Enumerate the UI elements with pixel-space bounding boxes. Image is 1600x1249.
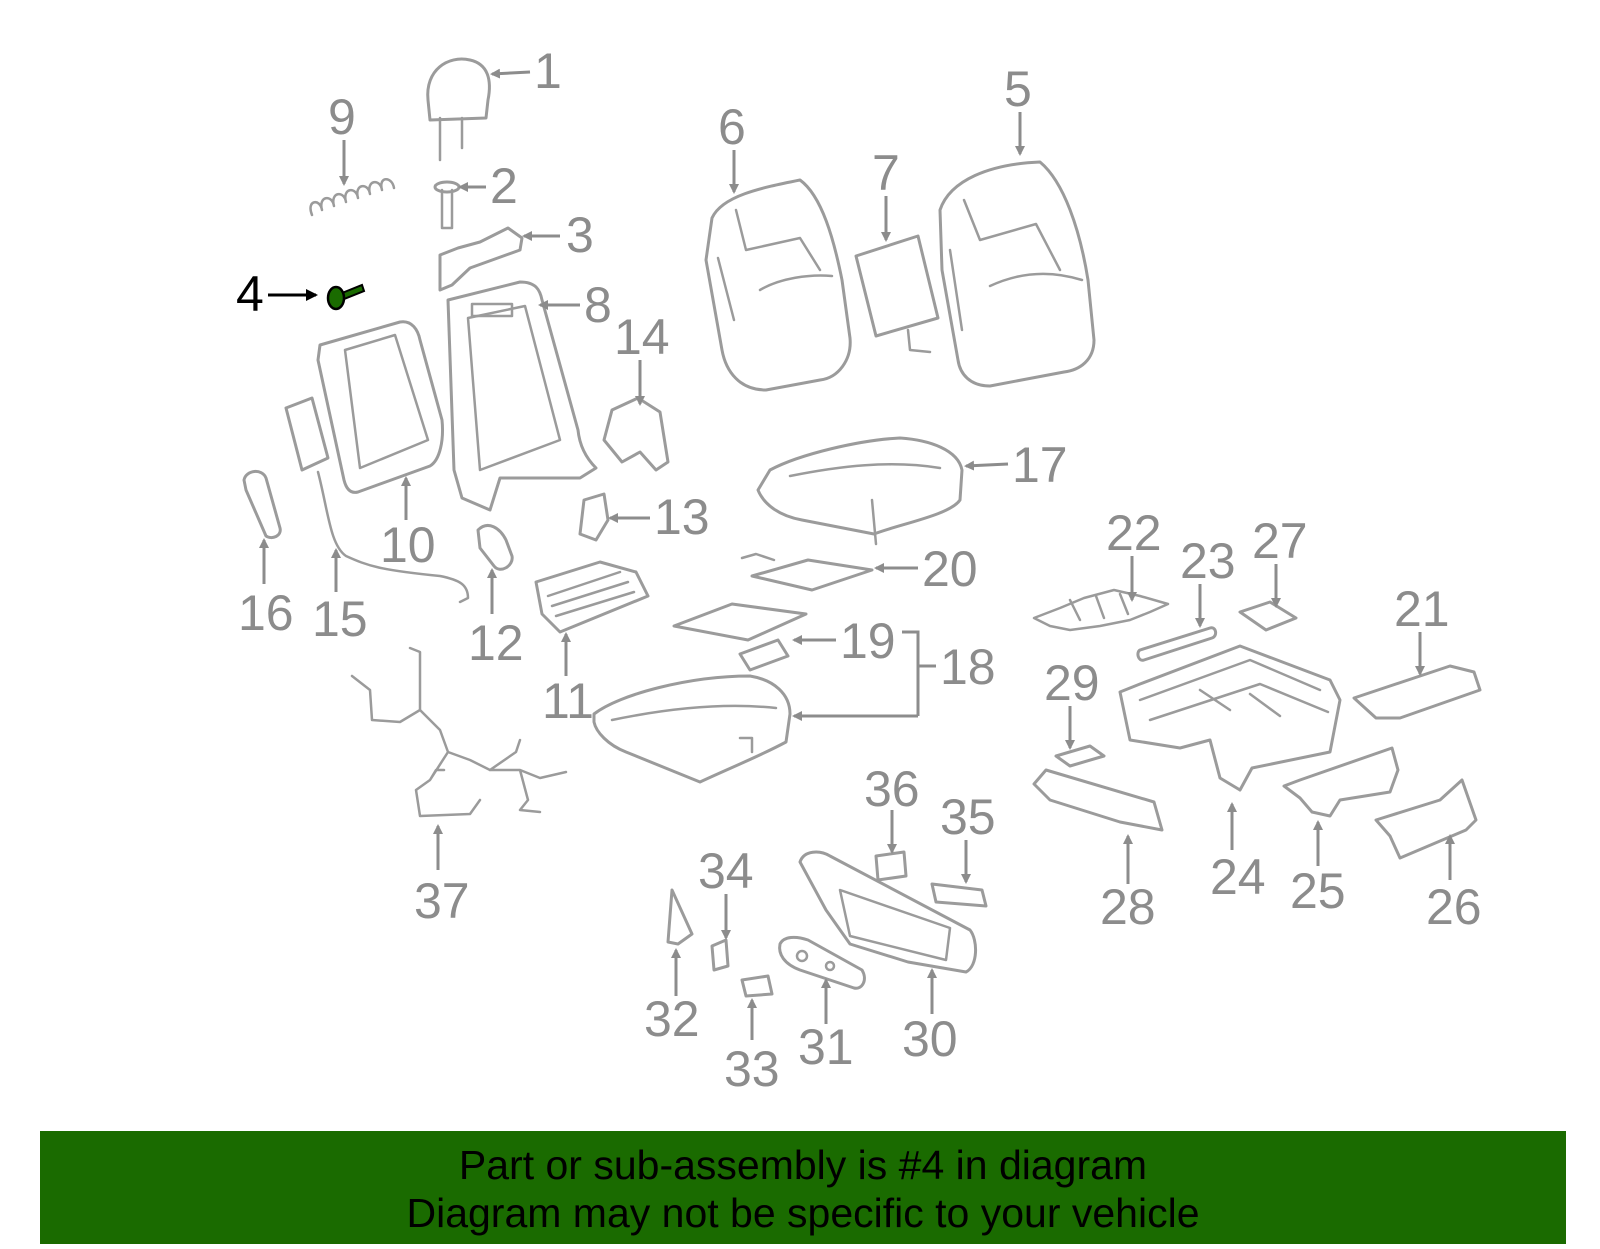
part-19-pad	[672, 602, 808, 672]
label-20: 20	[922, 541, 978, 597]
part-37-harness	[350, 646, 568, 818]
label-19: 19	[840, 613, 896, 669]
label-29: 29	[1044, 655, 1100, 711]
label-36: 36	[864, 761, 920, 817]
part-13-cover	[578, 492, 610, 542]
label-1: 1	[534, 43, 562, 99]
label-11: 11	[542, 673, 594, 729]
part-4-bolt-highlighted	[326, 283, 366, 311]
banner-line-2: Diagram may not be specific to your vehi…	[406, 1190, 1200, 1236]
part-33-switch	[740, 974, 774, 998]
label-32: 32	[644, 991, 700, 1047]
part-10-back-panel	[316, 320, 444, 494]
part-30-side-shield	[798, 850, 977, 974]
label-10: 10	[380, 517, 436, 573]
label-13: 13	[654, 489, 710, 545]
part-21-cover	[1352, 664, 1482, 720]
label-18: 18	[940, 639, 996, 695]
info-banner: Part or sub-assembly is #4 in diagram Di…	[40, 1131, 1566, 1244]
label-34: 34	[698, 843, 754, 899]
part-16-trim	[242, 470, 282, 540]
part-1-headrest	[426, 57, 491, 162]
part-22-bracket	[1032, 588, 1170, 632]
part-6-seat-back	[704, 178, 852, 392]
part-28-trim	[1032, 768, 1164, 832]
part-27-clip	[1238, 600, 1298, 632]
label-2: 2	[490, 158, 518, 214]
part-11-lumbar	[534, 560, 650, 634]
part-2-guide	[433, 180, 461, 230]
label-35: 35	[940, 789, 996, 845]
label-28: 28	[1100, 879, 1156, 935]
label-15: 15	[312, 591, 368, 647]
part-29-pad	[1054, 744, 1106, 768]
label-26: 26	[1426, 879, 1482, 935]
part-15-harness	[316, 470, 470, 604]
part-side-panel	[284, 396, 330, 472]
part-labels: 1 2 3 4 5 6 7 8 9 10 11 12 13 14 15 16 1…	[236, 43, 1482, 1097]
label-25: 25	[1290, 863, 1346, 919]
part-7-pad	[854, 234, 940, 354]
part-18-cushion	[592, 674, 792, 784]
part-24-track-assembly	[1118, 644, 1342, 792]
label-5: 5	[1004, 61, 1032, 117]
label-31: 31	[798, 1019, 854, 1075]
label-21: 21	[1394, 581, 1450, 637]
label-7: 7	[872, 145, 900, 201]
label-8: 8	[584, 277, 612, 333]
part-25-bracket	[1282, 746, 1400, 818]
part-12-cover	[476, 524, 514, 571]
label-17: 17	[1012, 437, 1068, 493]
label-23: 23	[1180, 533, 1236, 589]
label-3: 3	[566, 207, 594, 263]
label-24: 24	[1210, 849, 1266, 905]
label-37: 37	[414, 873, 470, 929]
label-9: 9	[328, 89, 356, 145]
part-36-switch	[874, 850, 908, 882]
label-4-highlighted: 4	[236, 266, 264, 322]
part-14-bracket	[602, 396, 670, 472]
label-33: 33	[724, 1041, 780, 1097]
label-27: 27	[1252, 513, 1308, 569]
label-6: 6	[718, 99, 746, 155]
part-26-trim	[1374, 778, 1478, 860]
part-20-heater	[740, 552, 874, 592]
label-16: 16	[238, 585, 294, 641]
label-14: 14	[614, 309, 670, 365]
part-8-back-frame	[446, 280, 598, 512]
label-22: 22	[1106, 505, 1162, 561]
label-12: 12	[468, 615, 524, 671]
part-23-rod	[1136, 626, 1218, 662]
part-9-spring	[309, 178, 396, 217]
seat-parts-diagram: 1 2 3 4 5 6 7 8 9 10 11 12 13 14 15 16 1…	[236, 43, 1482, 1097]
leader-lines	[259, 68, 1455, 1040]
part-31-bezel	[778, 935, 866, 990]
part-32-cover	[666, 888, 694, 946]
part-5-seat-back-cover	[938, 160, 1096, 388]
label-30: 30	[902, 1011, 958, 1067]
part-34-switch	[710, 938, 730, 972]
part-35-switch	[930, 882, 988, 908]
banner-line-1: Part or sub-assembly is #4 in diagram	[458, 1142, 1148, 1188]
part-3-bracket	[438, 226, 524, 292]
part-17-cushion-cover	[756, 436, 964, 546]
